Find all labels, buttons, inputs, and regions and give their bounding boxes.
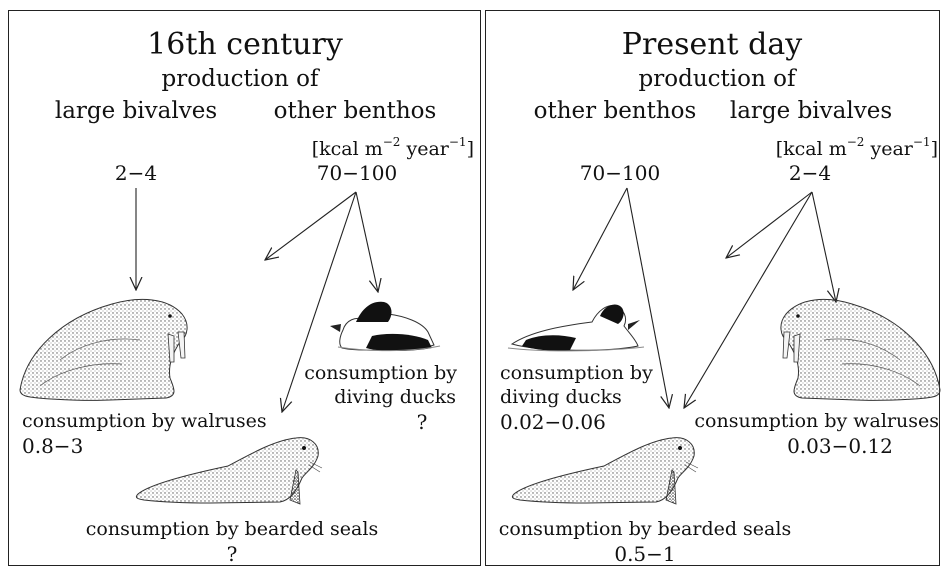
arrow-benthos-to-seals-left — [282, 191, 357, 412]
panel-present-day — [485, 10, 940, 566]
arrow-bivalves-to-unspecified-right — [726, 191, 813, 258]
right-seals-value: 0.5−1 — [614, 542, 676, 566]
right-arrows — [573, 187, 836, 408]
right-walrus-label: consumption by walruses — [694, 410, 939, 432]
right-ducks-label-line2: diving ducks — [500, 386, 622, 408]
arrow-bivalves-to-walruses-right — [811, 191, 836, 302]
left-seals-label: consumption by bearded seals — [85, 518, 379, 540]
left-production-of: production of — [161, 66, 319, 92]
bearded-seal-icon — [511, 437, 699, 505]
right-value-other-benthos: 70−100 — [579, 161, 661, 185]
right-seals-label: consumption by bearded seals — [498, 518, 792, 540]
arrow-benthos-to-seals-right — [626, 187, 669, 408]
left-value-large-bivalves: 2−4 — [114, 161, 158, 185]
right-ducks-label-line1: consumption by — [500, 362, 653, 384]
panel-16th-century — [8, 10, 481, 566]
walrus-icon — [19, 298, 188, 401]
left-col-other-benthos: other benthos — [273, 98, 437, 124]
right-col-other-benthos: other benthos — [533, 98, 697, 124]
arrow-benthos-to-ducks-right — [573, 187, 628, 290]
right-walrus-value: 0.03−0.12 — [787, 434, 893, 458]
arrow-benthos-to-ducks-left — [355, 191, 378, 292]
bearded-seal-icon — [135, 437, 323, 505]
left-ducks-label-line1: consumption by — [304, 362, 457, 384]
right-value-large-bivalves: 2−4 — [788, 161, 832, 185]
right-production-of: production of — [638, 66, 796, 92]
right-ducks-value: 0.02−0.06 — [500, 410, 606, 434]
right-title: Present day — [621, 27, 803, 62]
left-arrows — [136, 188, 378, 412]
left-col-large-bivalves: large bivalves — [54, 98, 218, 124]
left-seals-value: ? — [226, 542, 238, 566]
left-value-other-benthos: 70−100 — [316, 161, 398, 185]
left-ducks-label-line2: diving ducks — [334, 386, 456, 408]
right-col-large-bivalves: large bivalves — [729, 98, 893, 124]
left-walrus-label: consumption by walruses — [22, 410, 267, 432]
arrow-benthos-to-unspecified-left — [265, 191, 357, 260]
right-unit-label: [kcal m−2 year−1] — [775, 134, 938, 160]
left-title: 16th century — [147, 27, 343, 62]
left-unit-label: [kcal m−2 year−1] — [311, 134, 474, 160]
arrow-bivalves-to-seals-right — [684, 191, 813, 408]
diving-duck-icon — [330, 301, 441, 352]
walrus-icon — [780, 298, 941, 401]
left-walrus-value: 0.8−3 — [22, 434, 84, 458]
left-ducks-value: ? — [416, 410, 428, 434]
diving-duck-icon — [507, 304, 645, 352]
